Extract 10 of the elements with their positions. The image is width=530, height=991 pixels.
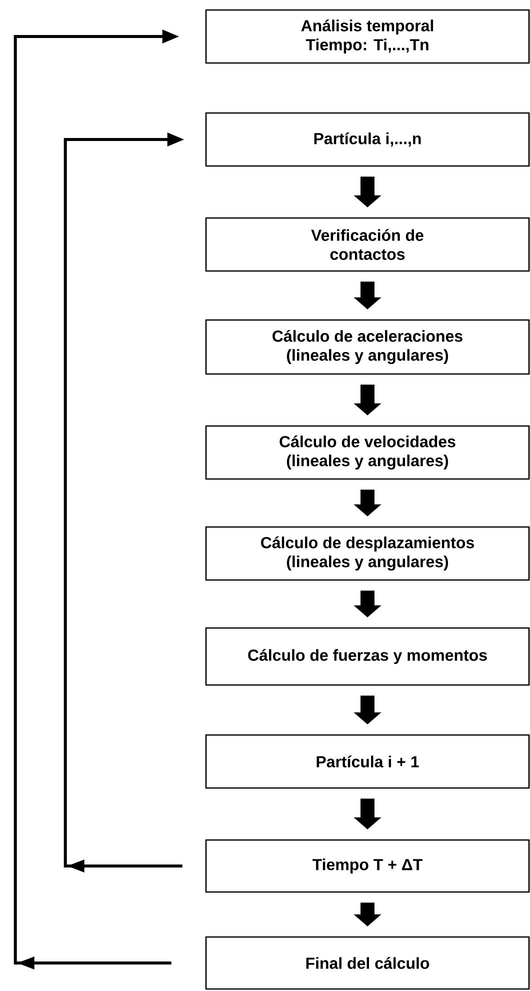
process-box: Partícula i + 1 [205, 734, 530, 789]
process-box: Cálculo de fuerzas y momentos [205, 627, 530, 686]
process-box: Cálculo de desplazamientos (lineales y angulares) [205, 526, 530, 581]
process-box: Tiempo T + ΔT [205, 839, 530, 893]
process-box: Verificación de contactos [205, 217, 530, 272]
process-box: Partícula i,...,n [205, 112, 530, 167]
process-box: Final del cálculo [205, 936, 530, 990]
process-box: Análisis temporal Tiempo: Ti,...,Tn [205, 9, 530, 64]
process-box: Cálculo de velocidades (lineales y angulares) [205, 425, 530, 480]
process-box: Cálculo de aceleraciones (lineales y angulares) [205, 319, 530, 375]
